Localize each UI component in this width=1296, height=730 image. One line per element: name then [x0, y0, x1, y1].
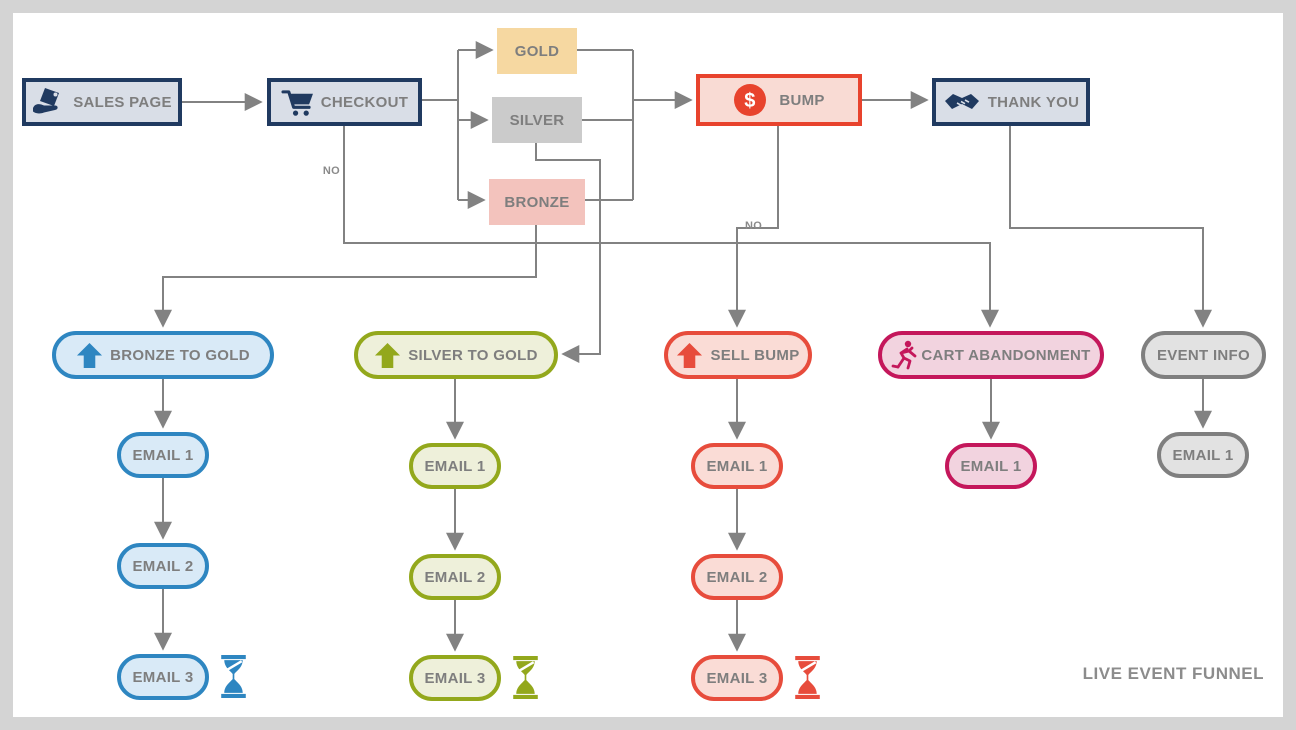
up-arrow-icon — [375, 342, 401, 368]
node-label: SILVER TO GOLD — [408, 346, 538, 364]
node-label: CART ABANDONMENT — [921, 346, 1091, 364]
node-tier-bronze: BRONZE — [489, 179, 585, 225]
edge-label-bump-no: NO — [745, 220, 763, 232]
node-cart-abandonment: CART ABANDONMENT — [878, 331, 1104, 379]
node-label: EMAIL 3 — [424, 669, 486, 687]
runner-icon — [891, 340, 917, 370]
node-label: BUMP — [779, 91, 825, 109]
up-arrow-icon — [677, 342, 703, 368]
node-sell-bump-email-1: EMAIL 1 — [691, 443, 783, 489]
node-label: CHECKOUT — [320, 93, 409, 111]
node-label: EMAIL 3 — [132, 668, 194, 686]
svg-text:$: $ — [745, 90, 756, 112]
handshake-icon — [944, 94, 979, 109]
hourglass-icon — [221, 655, 246, 698]
node-bronze-to-gold-email-2: EMAIL 2 — [117, 543, 209, 589]
dollar-icon: $ — [734, 84, 767, 116]
node-label: SELL BUMP — [710, 346, 800, 364]
node-tier-gold: GOLD — [497, 28, 577, 74]
node-label: EMAIL 1 — [132, 446, 194, 464]
hourglass-icon — [795, 656, 820, 699]
node-label: EMAIL 1 — [424, 457, 486, 475]
node-label: SILVER — [509, 111, 565, 129]
node-label: EMAIL 1 — [960, 457, 1022, 475]
node-cart-abandonment-email-1: EMAIL 1 — [945, 443, 1037, 489]
node-bump: $ BUMP — [696, 74, 862, 126]
node-silver-to-gold-email-2: EMAIL 2 — [409, 554, 501, 600]
node-label: EMAIL 2 — [706, 568, 768, 586]
edge-label-checkout-no: NO — [322, 165, 340, 177]
diagram-title: LIVE EVENT FUNNEL — [1082, 664, 1264, 683]
node-bronze-to-gold-email-1: EMAIL 1 — [117, 432, 209, 478]
cart-icon — [281, 89, 313, 116]
node-label: THANK YOU — [987, 93, 1080, 111]
node-bronze-to-gold: BRONZE TO GOLD — [52, 331, 274, 379]
node-label: BRONZE TO GOLD — [110, 346, 250, 364]
node-label: EMAIL 3 — [706, 669, 768, 687]
node-event-info-email-1: EMAIL 1 — [1157, 432, 1249, 478]
node-silver-to-gold-email-1: EMAIL 1 — [409, 443, 501, 489]
node-label: SALES PAGE — [73, 93, 172, 111]
node-label: EMAIL 2 — [424, 568, 486, 586]
node-sell-bump-email-2: EMAIL 2 — [691, 554, 783, 600]
node-event-info: EVENT INFO — [1141, 331, 1266, 379]
node-silver-to-gold: SILVER TO GOLD — [354, 331, 558, 379]
up-arrow-icon — [77, 342, 103, 368]
node-label: EMAIL 1 — [706, 457, 768, 475]
node-label: GOLD — [514, 42, 560, 60]
hand-tag-icon — [33, 88, 60, 114]
node-thank-you: THANK YOU — [932, 78, 1090, 126]
node-tier-silver: SILVER — [492, 97, 582, 143]
node-label: BRONZE — [504, 193, 570, 211]
node-silver-to-gold-email-3: EMAIL 3 — [409, 655, 501, 701]
node-bronze-to-gold-email-3: EMAIL 3 — [117, 654, 209, 700]
node-sell-bump: SELL BUMP — [664, 331, 812, 379]
node-label: EVENT INFO — [1156, 346, 1250, 364]
node-sell-bump-email-3: EMAIL 3 — [691, 655, 783, 701]
node-checkout: CHECKOUT — [267, 78, 422, 126]
node-label: EMAIL 2 — [132, 557, 194, 575]
hourglass-icon — [513, 656, 538, 699]
node-sales-page: SALES PAGE — [22, 78, 182, 126]
node-label: EMAIL 1 — [1172, 446, 1234, 464]
